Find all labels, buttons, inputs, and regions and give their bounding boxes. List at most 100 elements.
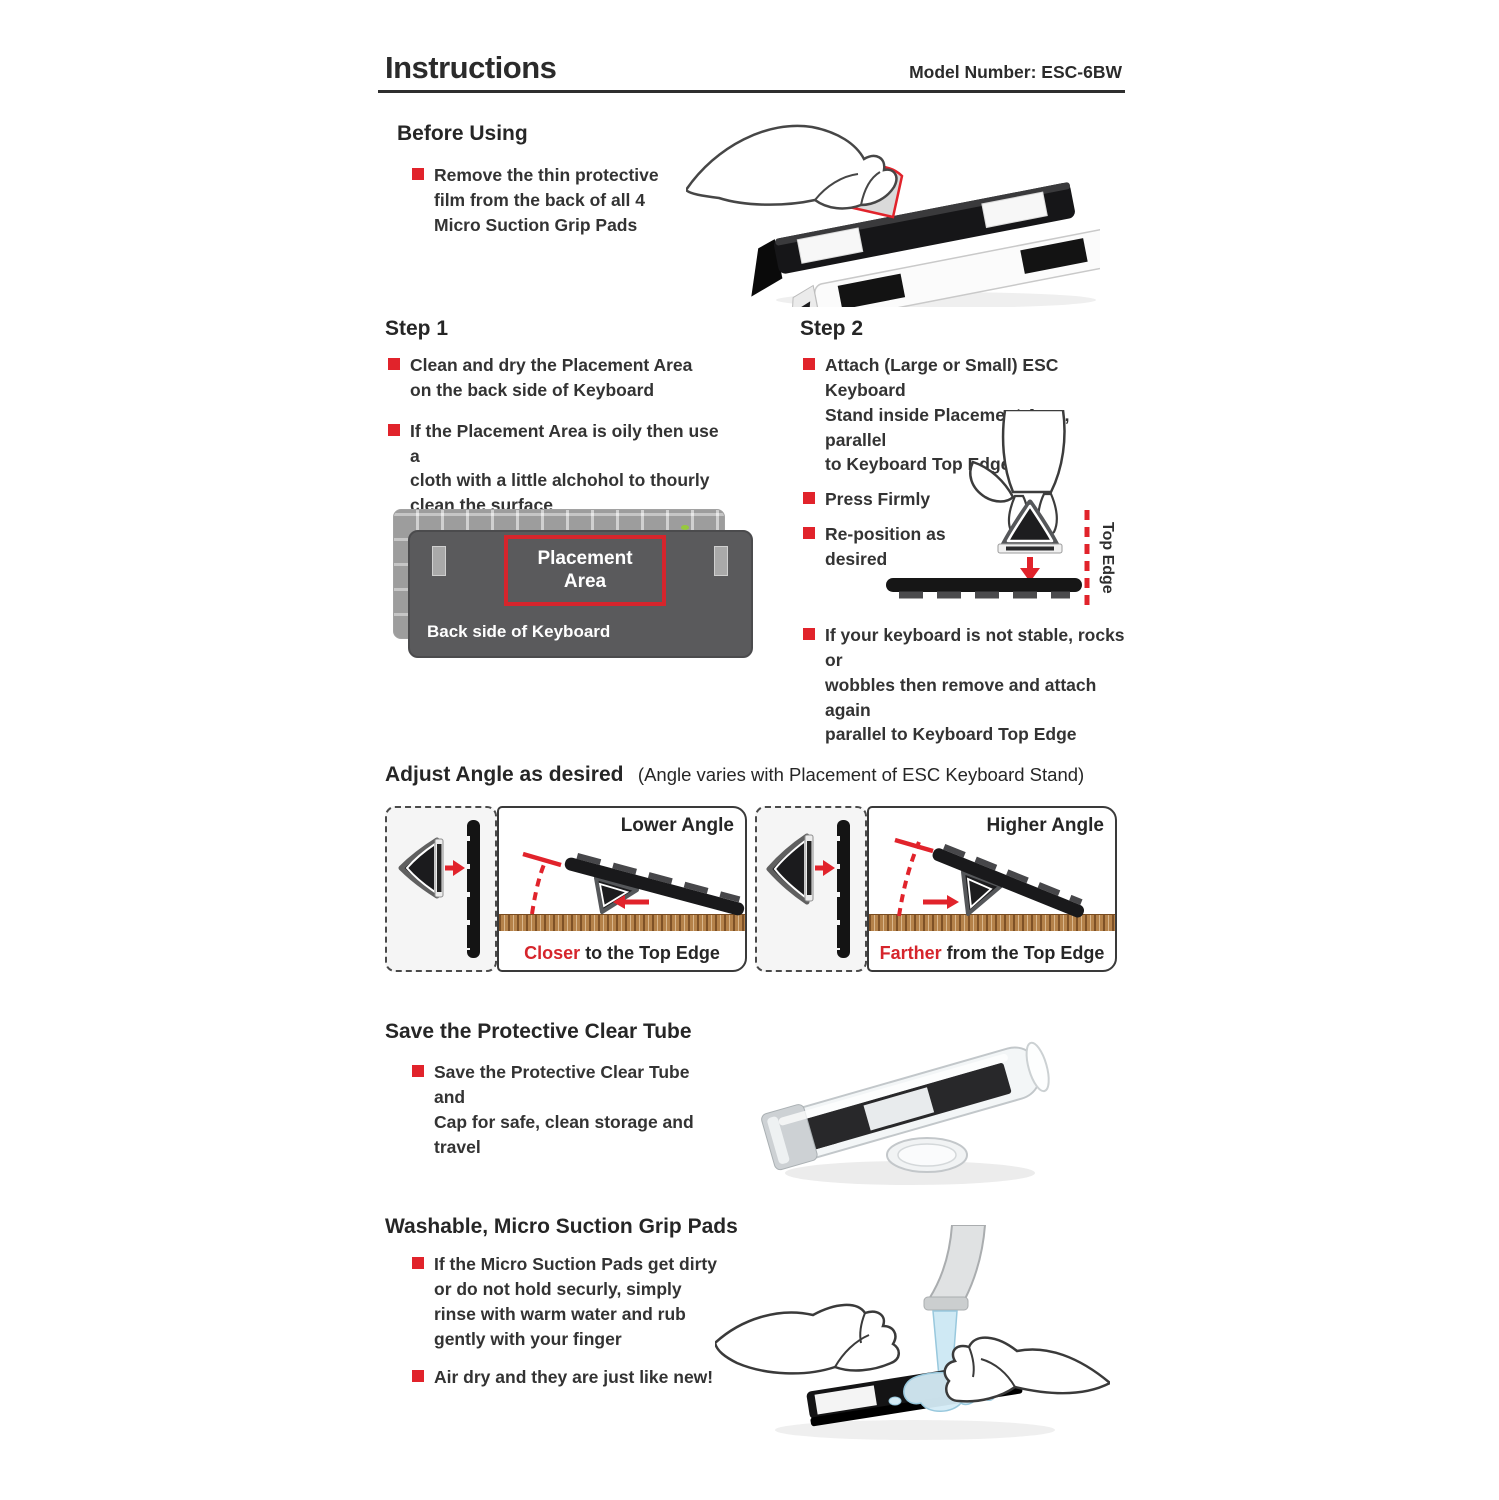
washable-heading: Washable, Micro Suction Grip Pads [385, 1215, 738, 1238]
placement-area-label: Placement Area [537, 548, 633, 592]
stand-position-box [755, 806, 867, 972]
list-item: Remove the thin protective film from the… [412, 163, 672, 238]
lower-angle-diagram [522, 851, 745, 916]
bullet-square-icon [803, 527, 815, 540]
arrow-right-head [823, 860, 835, 876]
lower-angle-panel: Lower Angle Closer to the Top Edge [385, 806, 747, 972]
step2-note: If your keyboard is not stable, rocks or… [803, 623, 1143, 747]
bullet-text: If the Micro Suction Pads get dirty or d… [434, 1254, 717, 1349]
keyboard-feet [943, 843, 1083, 905]
higher-angle-diagram [894, 837, 1085, 918]
caption-rest: to the Top Edge [580, 943, 720, 963]
arrow-right-head [947, 895, 959, 909]
save-tube-list: Save the Protective Clear Tube and Cap f… [412, 1060, 712, 1159]
caption-highlight: Farther [879, 943, 942, 963]
list-item: Press Firmly [803, 487, 1133, 512]
stand-position-box [385, 806, 497, 972]
model-number: Model Number: ESC-6BW [909, 62, 1122, 82]
list-item: Clean and dry the Placement Area on the … [388, 353, 728, 403]
list-item: Save the Protective Clear Tube and Cap f… [412, 1060, 712, 1159]
stand-wedge-border [598, 882, 630, 908]
bullet-square-icon [412, 1257, 424, 1269]
angle-solid-line [894, 837, 934, 854]
bullet-text: Press Firmly [825, 489, 931, 510]
peel-film-illustration [686, 124, 1100, 307]
bullet-text: Re-position as desired [825, 524, 946, 569]
clear-tube-illustration [761, 1041, 1050, 1185]
black-stand [751, 182, 1075, 297]
tube-highlight [778, 1053, 1008, 1126]
stand-base-slot [1006, 546, 1054, 551]
keyboard-profile-bar [467, 820, 480, 958]
keyboard-bar [564, 857, 745, 916]
round-cap-inner [897, 1143, 957, 1167]
cap-highlight [767, 1116, 790, 1164]
tube-open-end [1025, 1041, 1050, 1093]
bullet-square-icon [388, 358, 400, 370]
adjust-angle-heading: Adjust Angle as desired [385, 763, 624, 786]
higher-angle-box: Higher Angle Farther from the Top Edge [867, 806, 1117, 972]
water-droplet [888, 1396, 902, 1406]
hand-outline [686, 124, 898, 210]
grip-pad [814, 1385, 877, 1415]
table-surface [499, 914, 745, 931]
stand-end-face [789, 284, 821, 307]
left-hand-outline [715, 1303, 900, 1375]
grip-pad [863, 1087, 935, 1131]
higher-angle-panel: Higher Angle Farther from the Top Edge [755, 806, 1117, 972]
bullet-text: Attach (Large or Small) ESC Keyboard Sta… [825, 355, 1069, 475]
top-edge-label: Top Edge [1099, 522, 1116, 594]
attach-stand-illustration: Top Edge [886, 410, 1116, 610]
hand-outline [1001, 410, 1066, 494]
bullet-square-icon [412, 1370, 424, 1383]
keyboard-foot [432, 546, 446, 576]
step2-heading: Step 2 [800, 317, 864, 340]
bullet-square-icon [412, 1065, 424, 1077]
keyboard-edge-profile [886, 578, 1082, 592]
finger-lines [814, 171, 881, 206]
bullet-square-icon [412, 168, 424, 180]
grip-pad [1020, 238, 1088, 274]
shadow [775, 1420, 1055, 1440]
before-using-heading: Before Using [397, 122, 528, 145]
save-tube-heading: Save the Protective Clear Tube [385, 1020, 692, 1043]
bullet-square-icon [803, 628, 815, 640]
angle-caption: Closer to the Top Edge [499, 943, 745, 964]
washable-list: If the Micro Suction Pads get dirty or d… [412, 1252, 722, 1390]
stand-face-pad [437, 844, 442, 892]
bullet-text: Air dry and they are just like new! [434, 1367, 714, 1388]
back-side-label: Back side of Keyboard [427, 622, 611, 641]
arrow-left-head [613, 895, 625, 909]
angle-title: Lower Angle [620, 815, 734, 836]
stand-side-border [773, 838, 806, 900]
caption-highlight: Closer [524, 943, 581, 963]
washing-illustration [715, 1225, 1110, 1440]
keyboard-back-diagram: Placement Area Back side of Keyboard [388, 502, 760, 682]
list-item: If the Micro Suction Pads get dirty or d… [412, 1252, 722, 1351]
step1-heading: Step 1 [385, 317, 449, 340]
white-stand [789, 228, 1100, 307]
adjust-angle-subheading: (Angle varies with Placement of ESC Keyb… [637, 764, 1085, 785]
lower-angle-box: Lower Angle Closer to the Top Edge [497, 806, 747, 972]
placement-area-box: Placement Area [504, 535, 666, 606]
arrow-right-head [453, 860, 465, 876]
bullet-text: Save the Protective Clear Tube and Cap f… [434, 1062, 694, 1157]
table-surface [869, 914, 1115, 931]
angle-dashed-line [897, 841, 921, 917]
grip-pad [981, 191, 1048, 229]
list-item: Air dry and they are just like new! [412, 1365, 722, 1390]
angle-caption: Farther from the Top Edge [869, 943, 1115, 964]
bullet-square-icon [388, 423, 400, 436]
stand-face-pad [807, 841, 812, 895]
keyboard-profile-bar [837, 820, 850, 958]
header-rule [378, 90, 1125, 93]
bullet-text: Remove the thin protective film from the… [434, 165, 659, 235]
thumb-outline [969, 460, 1015, 503]
stand-side-border [405, 842, 436, 894]
right-hand-fingers [968, 1346, 1016, 1388]
tilted-keyboard [932, 843, 1085, 918]
faucet-spout [927, 1225, 987, 1300]
tube-group [761, 1041, 1050, 1171]
left-hand-fingers [834, 1312, 870, 1368]
